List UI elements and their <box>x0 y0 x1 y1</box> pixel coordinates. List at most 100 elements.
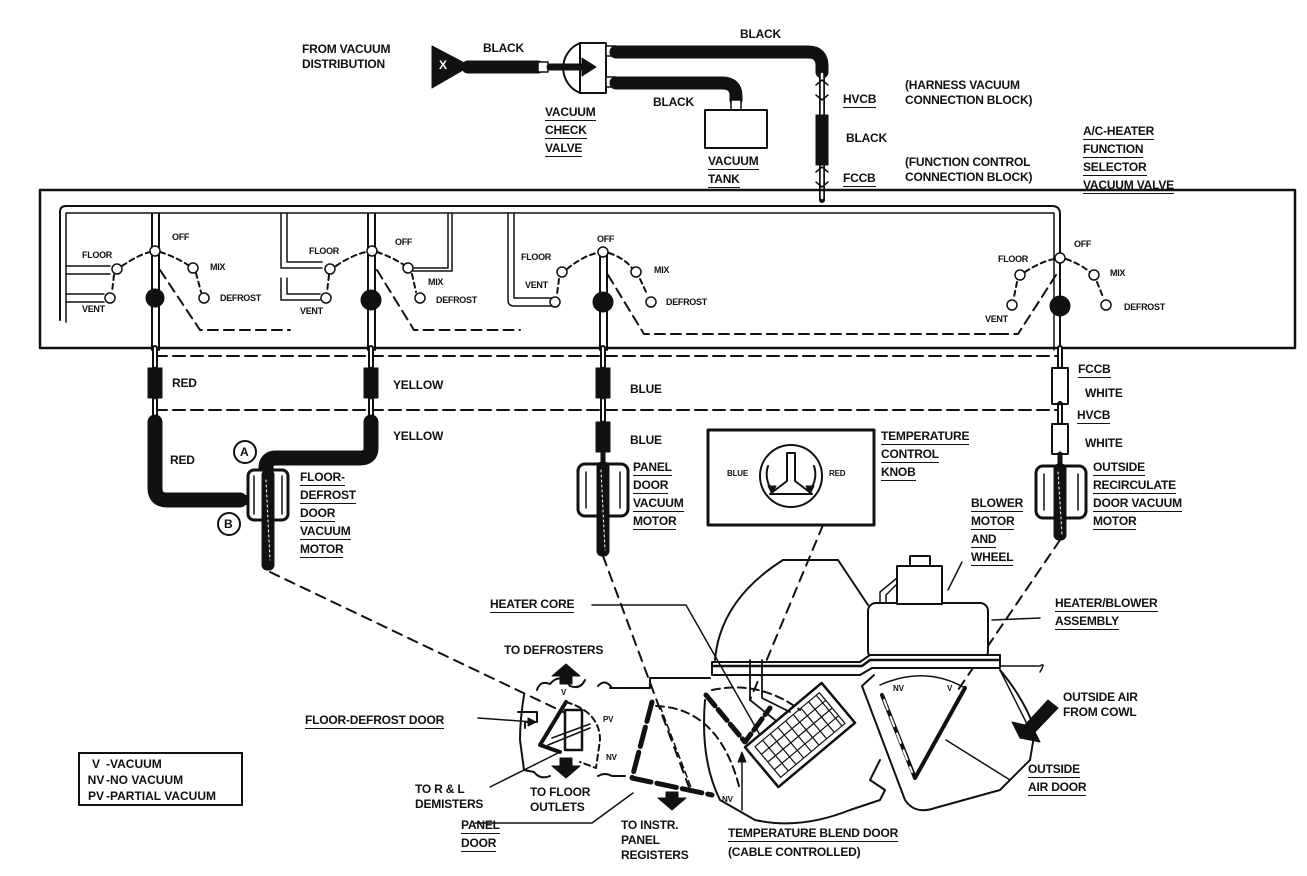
hvcb-top-code: HVCB <box>843 92 877 108</box>
hb-l1: HEATER/BLOWER <box>1055 596 1158 612</box>
hvcb-desc-l1: (HARNESS VACUUM <box>905 78 1020 92</box>
to-defrosters-label: TO DEFROSTERS <box>504 643 604 657</box>
tk-l2: CONTROL <box>881 447 939 463</box>
outside-air-door-leader <box>945 739 1011 781</box>
white-hose-lower: WHITE <box>1085 436 1123 450</box>
v4-vent: VENT <box>985 314 1008 324</box>
to-defrosters-arrow-icon <box>551 663 581 685</box>
heater-core-text: HEATER CORE <box>490 597 575 613</box>
hose-to-tank <box>609 76 743 107</box>
legend-desc: -NO VACUUM <box>106 773 184 787</box>
floor-defrost-door-chamber <box>477 677 626 788</box>
panel-door-vacuum-motor <box>576 461 630 557</box>
legend-desc: -VACUUM <box>106 757 162 771</box>
panel-door-leader <box>474 792 634 824</box>
tank-l1: VACUUM <box>708 154 759 170</box>
pd-l1: PANEL <box>461 818 500 834</box>
outside-air-door-label: OUTSIDE AIR DOOR <box>1028 762 1087 798</box>
floor-defrost-vacuum-motor <box>239 468 290 571</box>
v3-floor: FLOOR <box>521 252 551 262</box>
selector-valve-floor-defrost-yellow <box>280 212 521 351</box>
yellow-hose-upper: YELLOW <box>393 378 444 392</box>
rm-l1: OUTSIDE <box>1093 460 1145 476</box>
ti-l1: TO INSTR. <box>621 818 679 832</box>
legend-item: NV-NO VACUUM <box>86 772 235 788</box>
oad-l2: AIR DOOR <box>1028 780 1087 796</box>
v4-mix: MIX <box>1110 268 1126 278</box>
v3-vent: VENT <box>525 280 548 290</box>
selector-l3: SELECTOR <box>1083 160 1147 176</box>
selector-valve-panel-blue <box>507 212 1001 351</box>
hvcb-lower-label: HVCB <box>1077 408 1110 426</box>
fccb-top-code: FCCB <box>843 171 876 187</box>
white-hose-upper: WHITE <box>1085 386 1123 400</box>
rm-l3: DOOR VACUUM <box>1093 496 1182 512</box>
to-instr-panel-arrow-icon <box>657 791 687 811</box>
tbd-l1: TEMPERATURE BLEND DOOR <box>728 826 899 842</box>
tk-l3: KNOB <box>881 465 916 481</box>
fccb-desc-l2: CONNECTION BLOCK) <box>905 170 1033 184</box>
ffd-nv-state: NV <box>606 753 617 762</box>
legend-desc: -PARTIAL VACUUM <box>106 789 216 803</box>
oad-l1: OUTSIDE <box>1028 762 1080 778</box>
v2-defrost: DEFROST <box>436 295 477 305</box>
floor-defrost-linkage <box>269 571 581 721</box>
rm-l4: MOTOR <box>1093 514 1137 530</box>
tf-l2: OUTLETS <box>530 800 585 814</box>
floor-defrost-door-label: FLOOR-DEFROST DOOR <box>305 713 444 731</box>
check-valve-l1: VACUUM <box>545 105 596 121</box>
tank-hose-color: BLACK <box>653 95 694 109</box>
tbd-nv-state: NV <box>722 795 733 804</box>
from-vacuum-line1: FROM VACUUM <box>302 42 391 56</box>
oad-nv-state: NV <box>893 684 904 693</box>
panel-motor-label: PANEL DOOR VACUUM MOTOR <box>633 460 684 532</box>
function-selector-panel <box>38 188 1297 350</box>
hose-blue <box>595 345 611 465</box>
fdm-l4: VACUUM <box>300 524 351 540</box>
panel-door <box>629 699 741 798</box>
legend-code: NV <box>87 773 105 787</box>
check-valve-l3: VALVE <box>545 141 583 157</box>
tank-l2: TANK <box>708 172 740 188</box>
fccb-lower-label: FCCB <box>1078 362 1111 380</box>
pm-l2: DOOR <box>633 478 669 494</box>
port-a-marker <box>233 440 257 464</box>
pm-l1: PANEL <box>633 460 672 476</box>
knob-red-label: RED <box>829 469 846 478</box>
ffd-v-state: V <box>561 688 567 697</box>
panel-inner-manifold <box>59 205 1061 351</box>
port-b-marker <box>217 512 241 536</box>
fdd-text: FLOOR-DEFROST DOOR <box>305 713 445 729</box>
ti-l2: PANEL <box>621 833 660 847</box>
knob-blue-label: BLUE <box>727 469 748 478</box>
port-b-label: B <box>224 517 233 531</box>
selector-valve-floor-defrost-red <box>65 213 291 351</box>
v1-defrost: DEFROST <box>220 293 261 303</box>
selector-hose-color: BLACK <box>740 27 781 41</box>
temp-knob-label: TEMPERATURE CONTROL KNOB <box>881 429 969 483</box>
dem-l1: TO R & L <box>415 782 465 796</box>
hose-yellow <box>258 345 379 480</box>
v2-mix: MIX <box>428 277 444 287</box>
hvcb-lower-code: HVCB <box>1077 408 1111 424</box>
hvcb-top-label: HVCB <box>843 92 876 110</box>
v4-defrost: DEFROST <box>1124 302 1165 312</box>
panel-door-linkage <box>602 555 691 791</box>
temp-blend-door <box>703 692 773 745</box>
v2-floor: FLOOR <box>309 246 339 256</box>
vacuum-tank-label: VACUUM TANK <box>708 154 759 190</box>
vacuum-source-connector <box>431 45 471 89</box>
supply-hose-color: BLACK <box>483 41 524 55</box>
pm-l4: MOTOR <box>633 514 677 530</box>
v1-floor: FLOOR <box>82 250 112 260</box>
blower-leader <box>947 561 963 591</box>
heater-blower-leader <box>991 617 1041 621</box>
from-vacuum-line2: DISTRIBUTION <box>302 57 385 71</box>
bm-l3: AND <box>971 532 997 548</box>
cowl-l1: OUTSIDE AIR <box>1063 690 1138 704</box>
hb-l2: ASSEMBLY <box>1055 614 1119 630</box>
v2-off: OFF <box>395 237 413 247</box>
